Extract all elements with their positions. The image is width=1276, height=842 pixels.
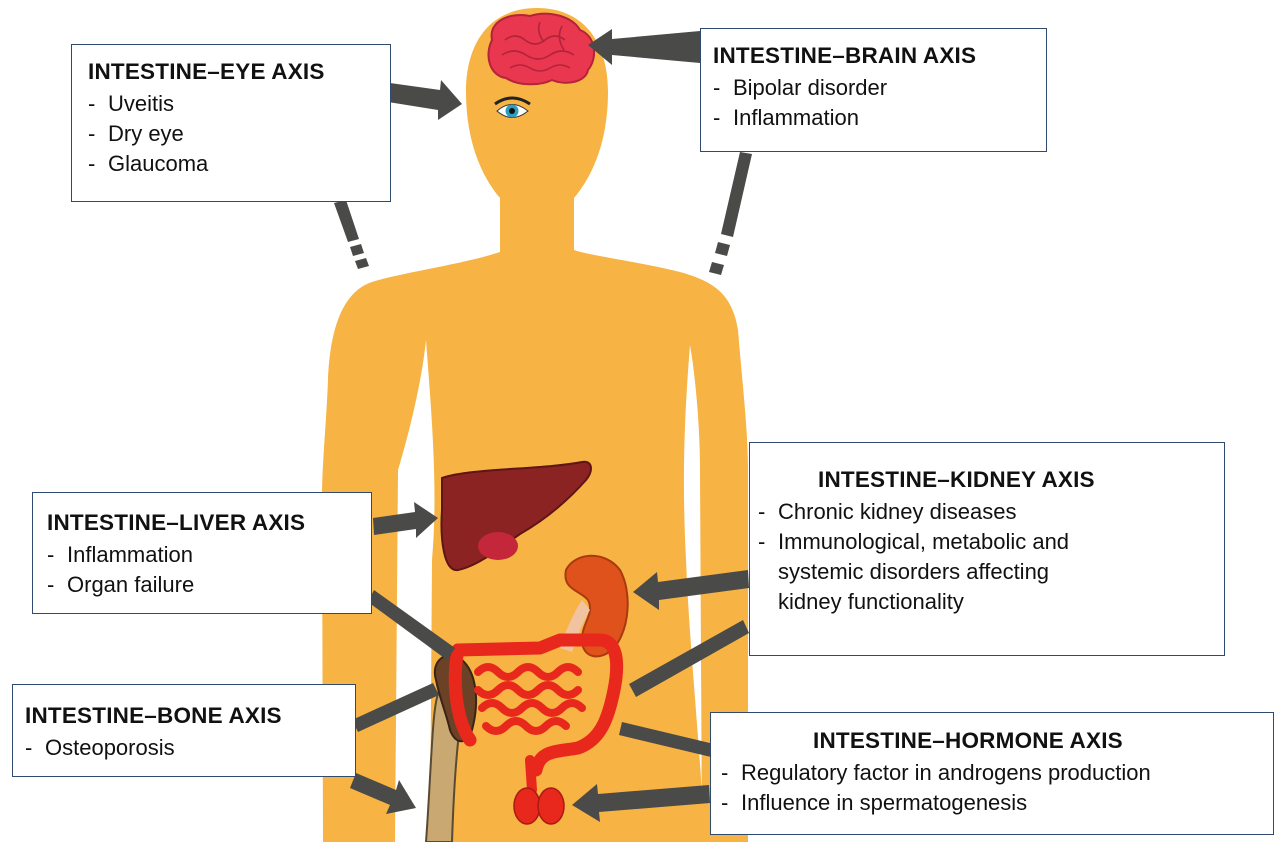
liver-axis-list: -Inflammation -Organ failure [47,540,371,600]
list-item: -Immunological, metabolic and systemic d… [758,527,1224,617]
kidney-axis-box: INTESTINE–KIDNEY AXIS -Chronic kidney di… [749,442,1225,656]
list-item: -Uveitis [88,89,390,119]
brain-axis-box: INTESTINE–BRAIN AXIS -Bipolar disorder -… [700,28,1047,152]
bone-axis-box: INTESTINE–BONE AXIS -Osteoporosis [12,684,356,777]
list-item: -Regulatory factor in androgens producti… [721,758,1273,788]
connector-brain [721,152,752,237]
brain-axis-title: INTESTINE–BRAIN AXIS [713,43,1046,69]
kidney-axis-list: -Chronic kidney diseases -Immunological,… [758,497,1224,617]
hormone-axis-title: INTESTINE–HORMONE AXIS [721,728,1273,754]
connector-eye [334,200,359,242]
list-item: -Inflammation [47,540,371,570]
hormone-axis-list: -Regulatory factor in androgens producti… [721,758,1273,818]
list-item: -Glaucoma [88,149,390,179]
arrow-to-eye [388,80,462,120]
list-item: -Influence in spermatogenesis [721,788,1273,818]
liver-axis-title: INTESTINE–LIVER AXIS [47,510,371,536]
eye-axis-title: INTESTINE–EYE AXIS [88,59,390,85]
eye-axis-list: -Uveitis -Dry eye -Glaucoma [88,89,390,179]
list-item: -Chronic kidney diseases [758,497,1224,527]
list-item: -Organ failure [47,570,371,600]
liver-axis-box: INTESTINE–LIVER AXIS -Inflammation -Orga… [32,492,372,614]
bone-axis-title: INTESTINE–BONE AXIS [25,703,355,729]
list-item: -Bipolar disorder [713,73,1046,103]
list-item: -Osteoporosis [25,733,355,763]
bone-axis-list: -Osteoporosis [25,733,355,763]
arrow-to-brain [588,29,700,65]
kidney-axis-title: INTESTINE–KIDNEY AXIS [758,467,1224,493]
list-item: -Dry eye [88,119,390,149]
hormone-axis-box: INTESTINE–HORMONE AXIS -Regulatory facto… [710,712,1274,835]
list-item: -Inflammation [713,103,1046,133]
brain-axis-list: -Bipolar disorder -Inflammation [713,73,1046,133]
eye-axis-box: INTESTINE–EYE AXIS -Uveitis -Dry eye -Gl… [71,44,391,202]
